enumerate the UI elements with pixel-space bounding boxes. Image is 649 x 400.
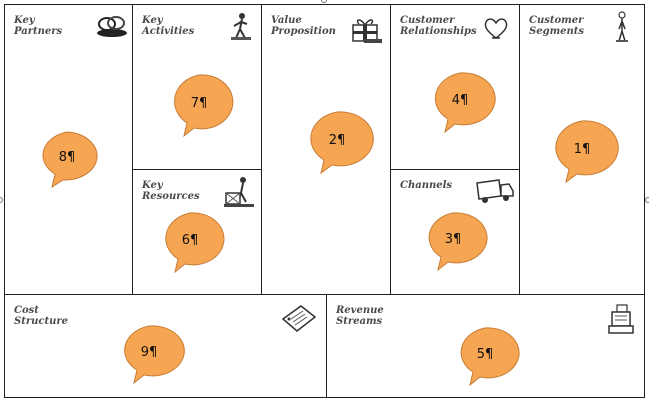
bubble-number: 4¶ — [451, 92, 469, 108]
bubble-key-partners: 8¶ — [33, 128, 101, 189]
customer-relationships-label: Customer Relationships — [400, 15, 477, 37]
bubble-shape — [165, 212, 225, 274]
bubble-shape — [310, 111, 374, 175]
key-activities-block[interactable]: Key Activities — [132, 4, 263, 171]
price-tag-icon — [279, 303, 319, 337]
bubble-shape — [174, 74, 234, 138]
bubble-number: 6¶ — [181, 232, 199, 248]
channels-label: Channels — [400, 180, 453, 191]
person-icon — [612, 11, 632, 47]
bubble-customer-relationships: 4¶ — [426, 70, 496, 134]
cost-structure-label: Cost Structure — [14, 305, 68, 327]
value-proposition-label: Value Proposition — [271, 15, 336, 37]
key-activities-label: Key Activities — [142, 15, 195, 37]
worker-with-crate-icon — [223, 176, 257, 214]
cash-register-icon — [607, 303, 637, 341]
bubble-shape — [42, 131, 98, 189]
bubble-value-proposition: 2¶ — [302, 109, 374, 175]
bubble-number: 9¶ — [140, 344, 158, 360]
resize-handle-top[interactable] — [321, 0, 327, 3]
linked-rings-icon — [95, 13, 129, 43]
bubble-number: 1¶ — [573, 141, 591, 157]
bubble-number: 2¶ — [328, 132, 346, 148]
resize-handle-right[interactable] — [645, 197, 649, 203]
bubble-shape — [124, 325, 185, 385]
heart-icon — [483, 17, 509, 45]
key-resources-block[interactable]: Key Resources — [132, 169, 263, 296]
bubble-key-activities: 7¶ — [166, 72, 234, 138]
bubble-number: 7¶ — [190, 95, 208, 111]
worker-icon — [229, 12, 253, 46]
bubble-revenue-streams: 5¶ — [452, 325, 520, 387]
bubble-cost-structure: 9¶ — [115, 323, 185, 385]
customer-segments-label: Customer Segments — [529, 15, 585, 37]
delivery-truck-icon — [475, 178, 515, 210]
bubble-shape — [555, 120, 619, 184]
key-partners-label: Key Partners — [14, 15, 63, 37]
bubble-shape — [460, 327, 520, 387]
bubble-number: 5¶ — [476, 346, 494, 362]
key-resources-label: Key Resources — [142, 180, 200, 202]
bubble-channels: 3¶ — [420, 210, 488, 272]
bubble-key-resources: 6¶ — [157, 210, 225, 274]
bubble-shape — [428, 212, 488, 272]
bubble-number: 8¶ — [58, 149, 76, 165]
revenue-streams-label: Revenue Streams — [336, 305, 384, 327]
bubble-customer-segments: 1¶ — [547, 118, 619, 184]
resize-handle-left[interactable] — [0, 197, 3, 203]
bubble-number: 3¶ — [444, 231, 462, 247]
gift-box-icon — [350, 15, 384, 49]
bubble-shape — [434, 72, 496, 134]
